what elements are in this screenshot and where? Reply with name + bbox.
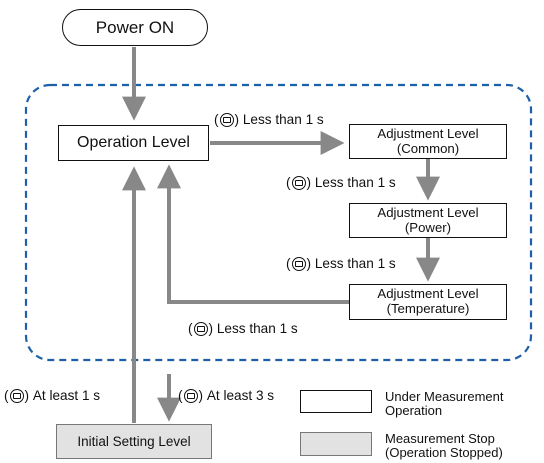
measurement-region-border [24, 83, 533, 362]
node-adjustment-power-line2: (Power) [404, 219, 452, 235]
transition-label-operation-to-common: () Less than 1 s [214, 112, 324, 127]
level-key-icon [183, 389, 198, 403]
transition-text: At least 3 s [206, 388, 275, 403]
node-operation-level: Operation Level [58, 125, 209, 161]
transition-text: Less than 1 s [242, 112, 324, 127]
legend-measurement-stop-line2: (Operation Stopped) [385, 445, 503, 460]
transition-label-power-to-temperature: () Less than 1 s [286, 256, 396, 271]
level-key-icon [219, 113, 234, 127]
node-operation-level-label: Operation Level [77, 134, 190, 152]
level-key-icon [291, 257, 306, 271]
level-key-icon [291, 176, 306, 190]
transition-label-operation-to-initial: () At least 3 s [178, 388, 275, 403]
node-adjustment-common-line1: Adjustment Level [377, 125, 479, 141]
node-initial-setting-level-label: Initial Setting Level [77, 433, 191, 449]
node-adjustment-temperature: Adjustment Level (Temperature) [349, 284, 507, 320]
legend-text-under-measurement: Under Measurement Operation [385, 390, 504, 418]
level-key-icon [9, 389, 24, 403]
legend-text-measurement-stop: Measurement Stop (Operation Stopped) [385, 432, 503, 460]
transition-text: Less than 1 s [314, 175, 396, 190]
transition-label-common-to-power: () Less than 1 s [286, 175, 396, 190]
node-adjustment-temperature-line1: Adjustment Level [377, 286, 479, 302]
node-adjustment-common: Adjustment Level (Common) [349, 124, 507, 159]
legend-under-measurement-line2: Operation [385, 403, 443, 418]
transition-label-initial-to-operation: () At least 1 s [4, 388, 101, 403]
node-adjustment-power: Adjustment Level (Power) [349, 203, 507, 238]
node-adjustment-common-line2: (Common) [396, 140, 460, 156]
transition-label-temperature-to-operation: () Less than 1 s [188, 321, 298, 336]
legend-measurement-stop-line1: Measurement Stop [385, 431, 495, 446]
node-initial-setting-level: Initial Setting Level [56, 424, 212, 459]
node-adjustment-temperature-line2: (Temperature) [386, 301, 470, 316]
arrow-temperature-to-operation [157, 164, 349, 304]
legend-under-measurement-line1: Under Measurement [385, 389, 504, 404]
level-key-icon [193, 322, 208, 336]
transition-text: Less than 1 s [314, 256, 396, 271]
transition-text: At least 1 s [32, 388, 101, 403]
node-power-on: Power ON [62, 9, 208, 46]
node-power-on-label: Power ON [95, 17, 175, 37]
legend-swatch-measurement-stop [300, 432, 372, 456]
legend-swatch-under-measurement [300, 390, 372, 413]
transition-text: Less than 1 s [216, 321, 298, 336]
node-adjustment-power-line1: Adjustment Level [377, 204, 479, 220]
